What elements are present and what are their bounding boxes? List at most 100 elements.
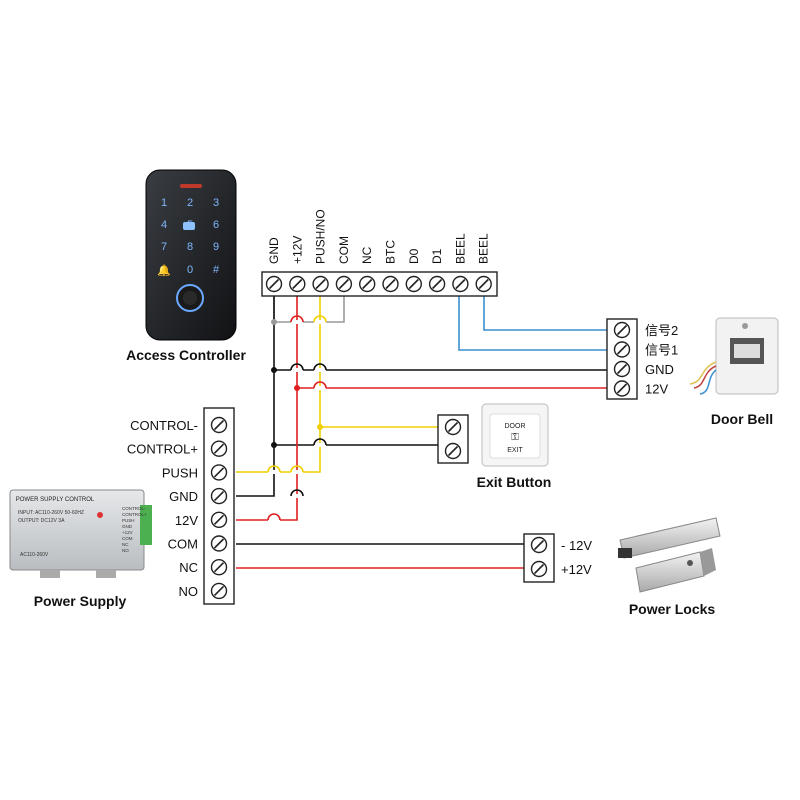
- controller-terminal-screw: [428, 275, 446, 293]
- wire-yellow-push: [236, 294, 321, 473]
- keypad-key: 4: [161, 219, 167, 231]
- keypad-key: 2: [187, 197, 193, 209]
- power-locks-terminal-label: - 12V: [561, 538, 592, 553]
- controller-terminal-label: BTC: [384, 240, 398, 264]
- wire-gray-jumper: [273, 294, 345, 323]
- power-supply-terminal-screw: [210, 511, 228, 529]
- controller-terminal-label: BEEL: [453, 233, 467, 264]
- controller-terminal-label: +12V: [290, 236, 304, 264]
- key-icon: ⚿: [511, 432, 519, 443]
- ps-device-side-label: CONTROL-: [122, 506, 146, 511]
- power-locks-label: Power Locks: [629, 601, 716, 617]
- power-supply-terminal-screw: [210, 416, 228, 434]
- door-bell-terminal-label: GND: [645, 362, 674, 377]
- controller-terminal-label: GND: [267, 237, 281, 264]
- power-locks-device: [618, 517, 721, 593]
- power-supply-terminal-label: CONTROL+: [127, 442, 198, 457]
- power-supply-terminal-screw: [210, 582, 228, 600]
- keypad-key: #: [213, 264, 220, 276]
- wire-blue-signal2: [483, 294, 614, 331]
- controller-terminal-screw: [288, 275, 306, 293]
- controller-terminal-label: BEEL: [477, 233, 491, 264]
- ps-device-footer: AC110-260V: [20, 552, 49, 558]
- wire-black-gnd: [236, 294, 275, 497]
- ps-device-side-label: NC: [122, 542, 129, 547]
- ps-device-input: INPUT: AC110-260V 50-60HZ: [18, 510, 84, 516]
- keypad-key: 0: [187, 264, 193, 276]
- power-locks-terminal-block: [523, 533, 555, 583]
- controller-terminal-labels: GND +12V PUSH/NO COM NC BTC D0 D1 BEEL BEEL: [267, 209, 491, 264]
- controller-terminal-screw: [312, 275, 329, 293]
- power-supply-terminal-labels: CONTROL- CONTROL+ PUSH GND 12V COM NC NO: [127, 418, 198, 599]
- ps-device-side-label: PUSH: [122, 518, 135, 523]
- power-supply-terminal-label: COM: [168, 537, 198, 552]
- power-supply-terminal-block: [203, 407, 235, 605]
- access-controller-label: Access Controller: [126, 347, 246, 363]
- keypad-key: 9: [213, 241, 219, 253]
- power-locks-terminal-label: +12V: [561, 562, 592, 577]
- door-bell-terminal-screw: [613, 360, 631, 378]
- power-supply-terminal-label: PUSH: [162, 465, 198, 480]
- power-supply-terminal-label: GND: [169, 489, 198, 504]
- controller-terminal-label: D0: [407, 248, 421, 264]
- controller-terminal-label: PUSH/NO: [314, 209, 328, 264]
- ps-device-side-label: COM: [122, 536, 133, 541]
- controller-terminal-screw: [265, 275, 283, 293]
- keypad-key: 6: [213, 219, 219, 231]
- power-supply-terminal-screw: [210, 558, 228, 576]
- keypad-key: 1: [161, 197, 167, 209]
- power-supply-terminal-label: 12V: [175, 513, 198, 528]
- ps-device-side-label: CONTROL+: [122, 512, 147, 517]
- keypad-key: 3: [213, 197, 219, 209]
- door-bell-terminal-screw: [613, 341, 631, 358]
- wire-red-12v: [236, 294, 298, 521]
- exit-button-device: DOOR ⚿ EXIT: [481, 403, 549, 467]
- exit-button-label: Exit Button: [477, 474, 552, 490]
- door-bell-terminal-label: 信号1: [645, 343, 678, 358]
- exit-face-top: DOOR: [505, 423, 526, 430]
- controller-terminal-label: D1: [430, 248, 444, 264]
- door-bell-terminal-screw: [613, 321, 631, 339]
- controller-terminal-label: COM: [337, 236, 351, 264]
- power-supply-terminal-screw: [210, 535, 228, 552]
- door-bell-device: [689, 317, 779, 395]
- ps-device-title: POWER SUPPLY CONTROL: [16, 497, 95, 503]
- controller-terminal-screw: [335, 275, 353, 293]
- power-supply-device: POWER SUPPLY CONTROL INPUT: AC110-260V 5…: [9, 489, 152, 578]
- power-supply-terminal-screw: [210, 464, 228, 481]
- door-bell-terminal-label: 12V: [645, 382, 668, 397]
- power-supply-terminal-label: CONTROL-: [130, 418, 198, 433]
- ps-device-side-label: NO: [122, 548, 129, 553]
- access-controller-device: 1234567890# 🔔: [145, 169, 237, 341]
- power-locks-terminal-labels: - 12V +12V: [561, 538, 592, 577]
- controller-terminal-screw: [405, 275, 423, 293]
- door-bell-terminal-screw: [613, 380, 631, 397]
- bell-key-icon: 🔔: [157, 264, 171, 277]
- keypad-key: 8: [187, 241, 193, 253]
- power-supply-terminal-screw: [210, 487, 228, 505]
- power-supply-label: Power Supply: [34, 593, 127, 609]
- ps-device-side-label: +12V: [122, 530, 133, 535]
- exit-button-terminal-block: [437, 414, 469, 464]
- controller-terminal-screw: [475, 275, 493, 293]
- exit-face-bottom: EXIT: [507, 447, 523, 454]
- power-supply-terminal-label: NO: [179, 584, 199, 599]
- wire-blue-signal1: [458, 294, 614, 351]
- keypad-key: 7: [161, 241, 167, 253]
- power-supply-terminal-screw: [210, 440, 228, 458]
- controller-terminal-label: NC: [360, 246, 374, 264]
- door-bell-terminal-label: 信号2: [645, 323, 678, 338]
- ps-device-output: OUTPUT: DC12V 3A: [18, 518, 65, 524]
- controller-terminal-screw: [382, 275, 399, 293]
- door-bell-label: Door Bell: [711, 411, 773, 427]
- ps-device-side-label: GND: [122, 524, 133, 529]
- controller-terminal-screw: [452, 275, 469, 293]
- wires: [236, 294, 614, 569]
- door-bell-terminal-block: [606, 318, 638, 400]
- controller-terminal-block: [261, 271, 498, 297]
- keypad: 1234567890#: [161, 197, 220, 276]
- power-supply-terminal-label: NC: [179, 560, 198, 575]
